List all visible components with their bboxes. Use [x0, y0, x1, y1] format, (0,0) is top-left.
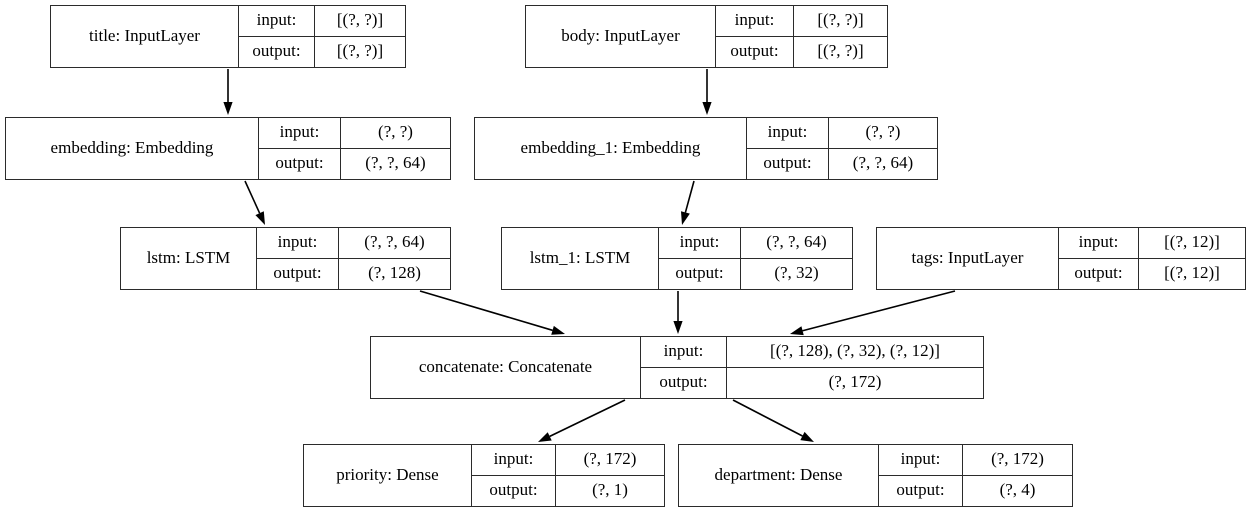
layer-node-name: title: InputLayer	[51, 6, 239, 67]
layer-node-input-shape: [(?, ?)]	[336, 10, 384, 30]
layer-node-input-shape: (?, ?, 64)	[766, 232, 827, 252]
layer-node-output-shape: (?, 32)	[774, 263, 819, 283]
layer-node-name: tags: InputLayer	[877, 228, 1059, 289]
edge-embedding_1-to-lstm_1	[680, 180, 695, 225]
layer-node-io-table: input: [(?, ?)] output: [(?, ?)]	[239, 6, 405, 67]
layer-node-output-shape: [(?, 12)]	[1164, 263, 1220, 283]
layer-node-output-label: output:	[747, 148, 829, 179]
layer-node-output-shape: (?, ?, 64)	[365, 153, 426, 173]
layer-node-io-table: input: (?, 172) output: (?, 4)	[879, 445, 1072, 506]
layer-node-io-table: input: (?, ?, 64) output: (?, 128)	[257, 228, 450, 289]
layer-node-io-table: input: (?, ?, 64) output: (?, 32)	[659, 228, 852, 289]
edge-tags-to-concatenate	[790, 290, 956, 336]
edge-title-to-embedding	[223, 69, 233, 115]
layer-node-io-table: input: [(?, ?)] output: [(?, ?)]	[716, 6, 887, 67]
layer-node-output-label: output:	[259, 148, 341, 179]
layer-node-name: embedding_1: Embedding	[475, 118, 747, 179]
layer-node-output-row: output: [(?, ?)]	[716, 36, 887, 67]
layer-node-input-label: input:	[747, 118, 829, 148]
layer-node-name: priority: Dense	[304, 445, 472, 506]
edge-concatenate-to-department	[732, 399, 814, 442]
layer-node-name: department: Dense	[679, 445, 879, 506]
layer-node-input-label: input:	[716, 6, 794, 36]
layer-node-input-row: input: (?, 172)	[472, 445, 664, 476]
layer-node-io-table: input: (?, ?) output: (?, ?, 64)	[747, 118, 937, 179]
layer-node-name: embedding: Embedding	[6, 118, 259, 179]
layer-node-input-shape: (?, ?)	[378, 122, 413, 142]
layer-node-name: body: InputLayer	[526, 6, 716, 67]
layer-node-input-row: input: [(?, 128), (?, 32), (?, 12)]	[641, 337, 983, 368]
layer-node-output-label: output:	[239, 36, 315, 67]
layer-node-input-label: input:	[1059, 228, 1139, 258]
layer-node-input-label: input:	[879, 445, 963, 475]
layer-node-output-row: output: (?, 1)	[472, 475, 664, 506]
layer-node-output-label: output:	[1059, 258, 1139, 289]
layer-node-input-label: input:	[257, 228, 339, 258]
layer-node-output-row: output: [(?, 12)]	[1059, 258, 1245, 289]
layer-node-input-row: input: [(?, ?)]	[716, 6, 887, 37]
layer-node-input-shape: (?, 172)	[583, 449, 637, 469]
layer-node-output-row: output: (?, 128)	[257, 258, 450, 289]
layer-node-output-row: output: (?, ?, 64)	[259, 148, 450, 179]
layer-node-output-shape: (?, ?, 64)	[852, 153, 914, 173]
edge-embedding-to-lstm	[244, 180, 265, 225]
layer-node-output-label: output:	[879, 475, 963, 506]
layer-node-output-row: output: (?, ?, 64)	[747, 148, 937, 179]
layer-node-input-row: input: [(?, 12)]	[1059, 228, 1245, 259]
layer-node-output-label: output:	[716, 36, 794, 67]
layer-node-name: lstm_1: LSTM	[502, 228, 659, 289]
layer-node-input-label: input:	[641, 337, 727, 367]
layer-node-input-row: input: [(?, ?)]	[239, 6, 405, 37]
layer-node-input-label: input:	[259, 118, 341, 148]
layer-node-name: lstm: LSTM	[121, 228, 257, 289]
layer-node-output-shape: (?, 172)	[828, 372, 882, 392]
layer-node-input-row: input: (?, 172)	[879, 445, 1072, 476]
layer-node-output-row: output: (?, 32)	[659, 258, 852, 289]
layer-node-input-row: input: (?, ?, 64)	[659, 228, 852, 259]
layer-node-output-label: output:	[257, 258, 339, 289]
layer-node-input-row: input: (?, ?)	[259, 118, 450, 149]
layer-node-input-shape: (?, ?, 64)	[364, 232, 425, 252]
layer-node-input-shape: (?, ?)	[865, 122, 901, 142]
layer-node-input-shape: [(?, ?)]	[817, 10, 864, 30]
layer-node-name: concatenate: Concatenate	[371, 337, 641, 398]
layer-node-output-shape: [(?, ?)]	[817, 41, 864, 61]
layer-node-output-row: output: [(?, ?)]	[239, 36, 405, 67]
layer-node-output-shape: (?, 128)	[368, 263, 421, 283]
edge-lstm_1-to-concatenate	[673, 291, 683, 334]
layer-node-output-label: output:	[641, 367, 727, 398]
layer-node-input-shape: [(?, 128), (?, 32), (?, 12)]	[770, 341, 940, 361]
layer-node-input-shape: (?, 172)	[991, 449, 1044, 469]
layer-node-input-label: input:	[472, 445, 556, 475]
edge-body-to-embedding_1	[702, 69, 712, 115]
layer-node-output-row: output: (?, 4)	[879, 475, 1072, 506]
layer-node-io-table: input: (?, ?) output: (?, ?, 64)	[259, 118, 450, 179]
layer-node-input-shape: [(?, 12)]	[1164, 232, 1220, 252]
layer-node-output-shape: (?, 1)	[592, 480, 628, 500]
layer-node-input-row: input: (?, ?, 64)	[257, 228, 450, 259]
layer-node-input-label: input:	[659, 228, 741, 258]
layer-node-output-label: output:	[472, 475, 556, 506]
layer-node-io-table: input: [(?, 12)] output: [(?, 12)]	[1059, 228, 1245, 289]
edge-concatenate-to-priority	[538, 399, 626, 442]
layer-node-output-shape: (?, 4)	[999, 480, 1036, 500]
layer-node-io-table: input: (?, 172) output: (?, 1)	[472, 445, 664, 506]
layer-node-input-row: input: (?, ?)	[747, 118, 937, 149]
layer-node-input-label: input:	[239, 6, 315, 36]
layer-node-io-table: input: [(?, 128), (?, 32), (?, 12)] output…	[641, 337, 983, 398]
layer-node-output-shape: [(?, ?)]	[336, 41, 384, 61]
layer-node-output-label: output:	[659, 258, 741, 289]
edge-lstm-to-concatenate	[419, 290, 565, 335]
layer-node-output-row: output: (?, 172)	[641, 367, 983, 398]
